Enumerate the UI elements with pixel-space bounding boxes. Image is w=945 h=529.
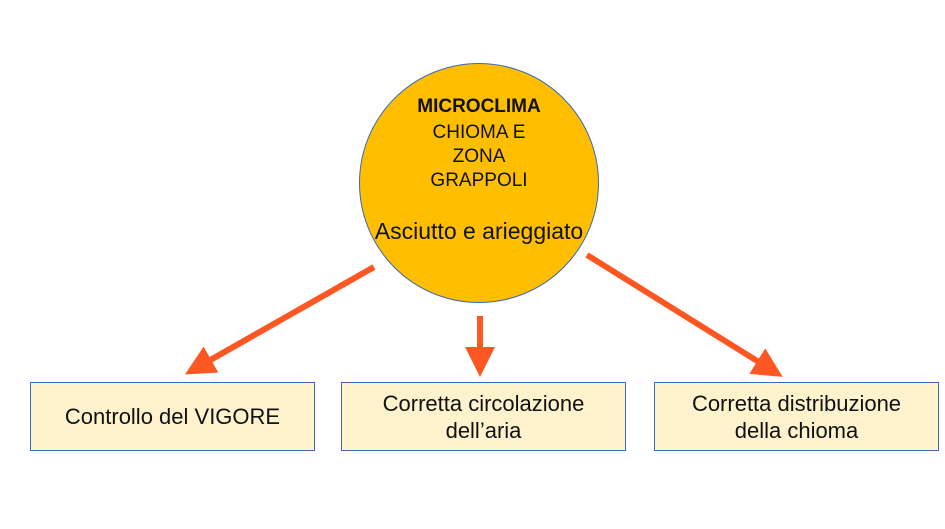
arrow-right — [585, 252, 783, 377]
circle-title: MICROCLIMA — [417, 96, 541, 117]
circle-subtitle: CHIOMA E ZONA GRAPPOLI — [430, 122, 528, 191]
box-distribuzione: Corretta distribuzione della chioma — [654, 382, 939, 451]
microclima-circle: MICROCLIMA CHIOMA E ZONA GRAPPOLI Asciut… — [359, 63, 599, 303]
box-circolazione: Corretta circolazione dell’aria — [341, 382, 626, 451]
arrow-left — [184, 264, 376, 375]
circle-state: Asciutto e arieggiato — [374, 218, 584, 244]
box-vigore: Controllo del VIGORE — [30, 382, 315, 451]
box-label: Controllo del VIGORE — [64, 404, 281, 429]
box-label: Corretta circolazione dell’aria — [382, 390, 585, 443]
box-label: Corretta distribuzione della chioma — [691, 390, 902, 443]
